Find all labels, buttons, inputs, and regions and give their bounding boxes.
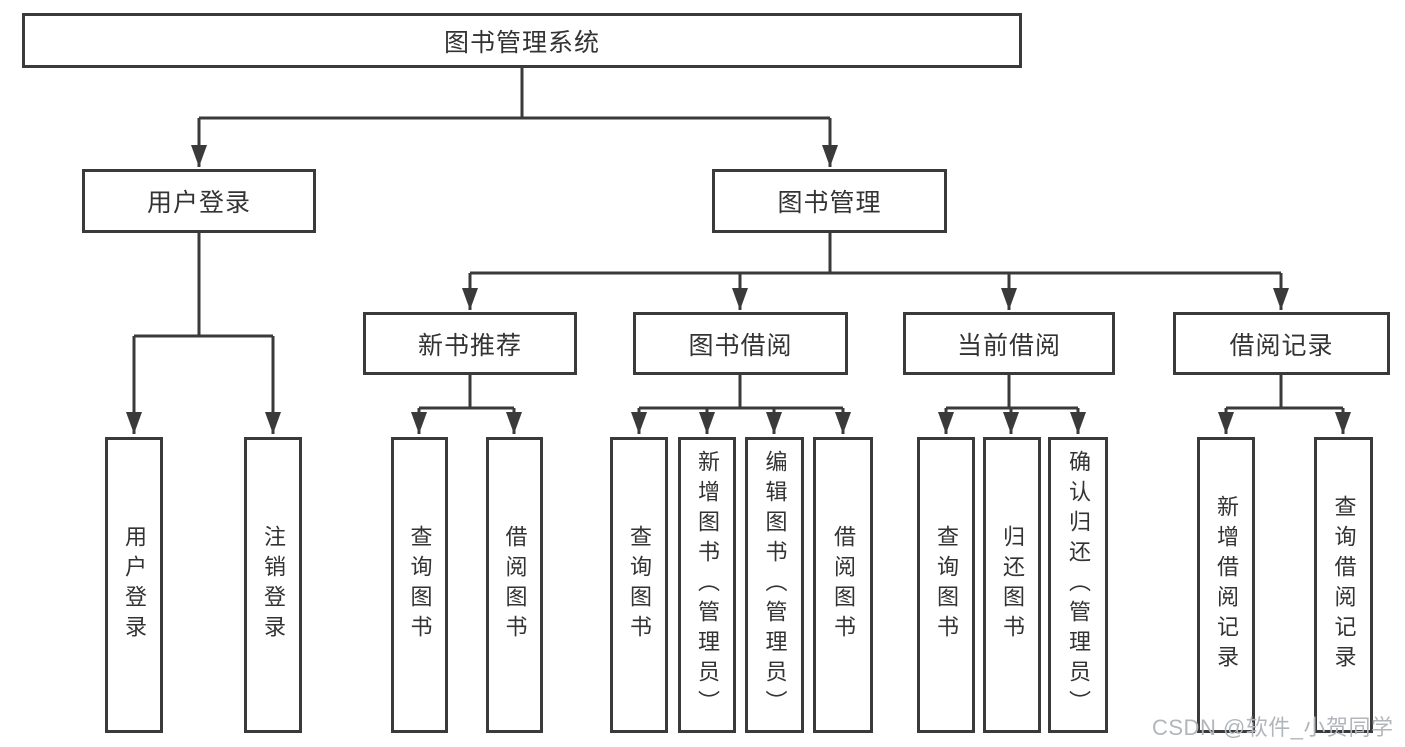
leaf-bb-borrow-books: 借阅图书 [813, 437, 873, 733]
edge-user-login-children [126, 233, 281, 434]
node-new-book-recommend: 新书推荐 [363, 312, 577, 375]
leaf-cb-confirm-return-admin: 确认归还（管理员） [1048, 437, 1108, 733]
leaf-user-login: 用户登录 [105, 437, 163, 733]
node-book-borrow-label: 图书借阅 [688, 331, 793, 360]
leaf-bb-edit-books-admin-label: 编辑图书（管理员） [762, 450, 788, 720]
leaf-logout-login-label: 注销登录 [261, 525, 286, 645]
leaf-bb-add-books-admin-label: 新增图书（管理员） [695, 450, 720, 720]
leaf-br-query-record-label: 查询借阅记录 [1331, 495, 1357, 675]
leaf-cb-query-books: 查询图书 [917, 437, 975, 733]
csdn-watermark: CSDN @软件_小贺同学 [1152, 715, 1394, 740]
edge-borrow-records-children [1218, 375, 1351, 434]
leaf-br-query-record: 查询借阅记录 [1314, 437, 1373, 733]
leaf-bb-edit-books-admin: 编辑图书（管理员） [745, 437, 804, 733]
leaf-bb-query-books: 查询图书 [610, 437, 668, 733]
leaf-cb-query-books-label: 查询图书 [934, 525, 959, 645]
leaf-br-add-record-label: 新增借阅记录 [1214, 495, 1239, 675]
leaf-bb-borrow-books-label: 借阅图书 [831, 525, 856, 645]
node-library-management-system: 图书管理系统 [22, 13, 1022, 68]
node-current-borrow-label: 当前借阅 [956, 331, 1061, 360]
node-book-management: 图书管理 [712, 169, 947, 233]
edge-book-management-children [462, 232, 1289, 310]
node-borrow-records-label: 借阅记录 [1229, 331, 1334, 360]
leaf-cb-return-books-label: 归还图书 [1000, 525, 1025, 645]
leaf-user-login-label: 用户登录 [122, 525, 147, 645]
edge-book-borrow-children [631, 375, 851, 434]
node-library-management-system-label: 图书管理系统 [443, 28, 600, 57]
node-borrow-records: 借阅记录 [1173, 312, 1390, 375]
node-user-login-label: 用户登录 [146, 189, 251, 217]
node-new-book-recommend-label: 新书推荐 [417, 331, 522, 360]
leaf-nb-query-books-label: 查询图书 [407, 525, 433, 645]
leaf-cb-return-books: 归还图书 [983, 437, 1041, 733]
leaf-nb-borrow-books: 借阅图书 [486, 437, 543, 733]
leaf-bb-query-books-label: 查询图书 [627, 525, 652, 645]
leaf-br-add-record: 新增借阅记录 [1197, 437, 1255, 733]
edge-root-to-level2 [191, 68, 838, 167]
node-book-management-label: 图书管理 [777, 189, 882, 217]
leaf-nb-query-books: 查询图书 [391, 437, 448, 733]
leaf-cb-confirm-return-admin-label: 确认归还（管理员） [1066, 450, 1091, 720]
node-book-borrow: 图书借阅 [633, 312, 848, 375]
edge-current-borrow-children [938, 375, 1086, 434]
leaf-nb-borrow-books-label: 借阅图书 [502, 525, 528, 645]
edge-new-book-recommend-children [411, 375, 522, 434]
leaf-bb-add-books-admin: 新增图书（管理员） [678, 437, 736, 733]
node-user-login: 用户登录 [82, 169, 316, 233]
leaf-logout-login: 注销登录 [244, 437, 302, 733]
node-current-borrow: 当前借阅 [903, 312, 1115, 375]
